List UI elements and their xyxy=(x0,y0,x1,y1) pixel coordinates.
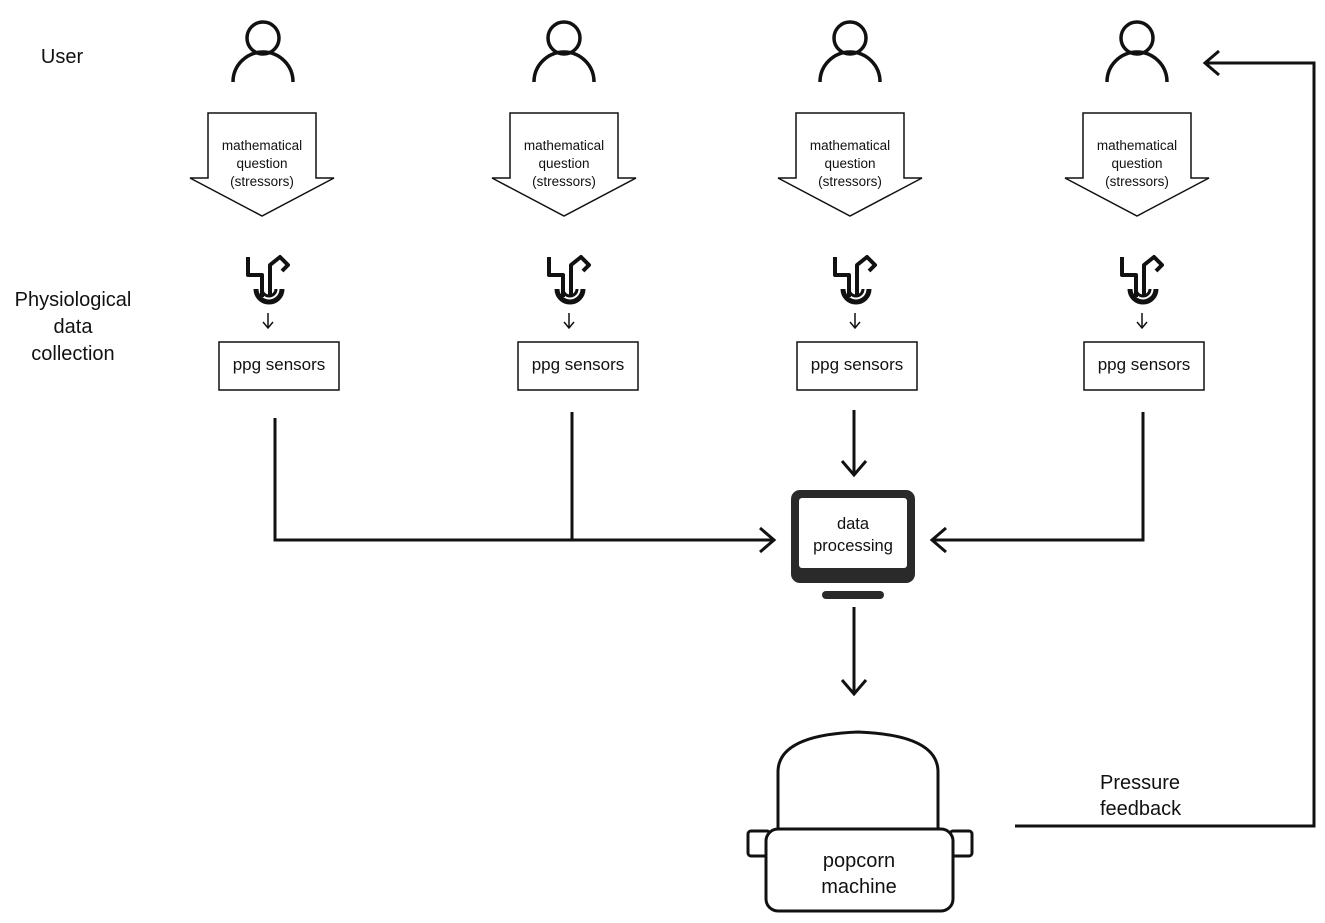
user-column-4: mathematical question (stressors) ppg se… xyxy=(1064,20,1210,391)
monitor-stand xyxy=(822,591,884,599)
data-processing-monitor: data processing xyxy=(791,490,915,599)
processor-label-line-2: processing xyxy=(813,537,893,555)
physiological-row-label-line-3: collection xyxy=(31,343,115,365)
processor-label-line-1: data xyxy=(837,515,870,533)
ppg-sensor-label: ppg sensors xyxy=(532,355,625,374)
ppg-sensor-box xyxy=(796,341,918,391)
machine-label-line-2: machine xyxy=(821,876,897,898)
finger-sensor-icon xyxy=(248,257,288,328)
user-icon xyxy=(532,20,596,84)
stressor-text-line-1: mathematical xyxy=(524,138,604,153)
arrowhead-left-icon xyxy=(759,526,777,554)
stressor-text-line-2: question xyxy=(1111,156,1162,171)
processor-to-machine-arrow xyxy=(840,607,868,697)
feedback-label-line-1: Pressure xyxy=(1100,772,1180,794)
user-icon xyxy=(231,20,295,84)
feedback-loop xyxy=(1015,49,1316,828)
ppg-sensor-label: ppg sensors xyxy=(811,355,904,374)
machine-label-line-1: popcorn xyxy=(823,850,895,872)
physiological-row-label-line-2: data xyxy=(53,316,93,338)
popcorn-machine: popcorn machine xyxy=(746,730,974,913)
ppg-sensor-box xyxy=(1083,341,1205,391)
stressor-text-line-3: (stressors) xyxy=(818,174,882,189)
finger-sensor-icon xyxy=(835,257,875,328)
stressor-arrow xyxy=(1064,112,1210,217)
arrowhead-down-icon xyxy=(840,460,868,478)
user-icon xyxy=(818,20,882,84)
finger-sensor-icon xyxy=(549,257,589,328)
feedback-label-line-2: feedback xyxy=(1100,798,1182,820)
feedback-line xyxy=(1015,61,1316,828)
stressor-text-line-1: mathematical xyxy=(1097,138,1177,153)
stressor-arrow xyxy=(777,112,923,217)
stressor-text-line-3: (stressors) xyxy=(1105,174,1169,189)
stressor-text-line-2: question xyxy=(236,156,287,171)
stressor-text-line-3: (stressors) xyxy=(532,174,596,189)
monitor-screen xyxy=(799,498,907,568)
stressor-text-line-2: question xyxy=(824,156,875,171)
sensor-connectors xyxy=(273,410,1145,554)
physiological-row-label: Physiological data collection xyxy=(0,287,146,368)
stressor-arrow xyxy=(491,112,637,217)
connector-line-left xyxy=(273,418,772,542)
stressor-text-line-3: (stressors) xyxy=(230,174,294,189)
stressor-text-line-2: question xyxy=(538,156,589,171)
machine-base xyxy=(764,827,955,913)
user-column-2: mathematical question (stressors) ppg se… xyxy=(491,20,639,391)
machine-dome xyxy=(776,730,940,830)
arrowhead-down-icon xyxy=(840,679,868,697)
stressor-text-line-1: mathematical xyxy=(810,138,890,153)
ppg-sensor-box xyxy=(517,341,639,391)
user-row-label: User xyxy=(40,46,84,68)
stressor-arrow xyxy=(189,112,335,217)
finger-sensor-icon xyxy=(1122,257,1162,328)
connector-line-right xyxy=(934,412,1145,542)
physiological-row-label-line-1: Physiological xyxy=(14,289,132,311)
user-column-1: mathematical question (stressors) ppg se… xyxy=(189,20,340,391)
ppg-sensor-label: ppg sensors xyxy=(233,355,326,374)
ppg-sensor-box xyxy=(218,341,340,391)
arrowhead-left-icon xyxy=(1202,49,1220,77)
user-column-3: mathematical question (stressors) ppg se… xyxy=(777,20,923,391)
arrowhead-right-icon xyxy=(929,526,947,554)
ppg-sensor-label: ppg sensors xyxy=(1098,355,1191,374)
user-icon xyxy=(1105,20,1169,84)
stressor-text-line-1: mathematical xyxy=(222,138,302,153)
